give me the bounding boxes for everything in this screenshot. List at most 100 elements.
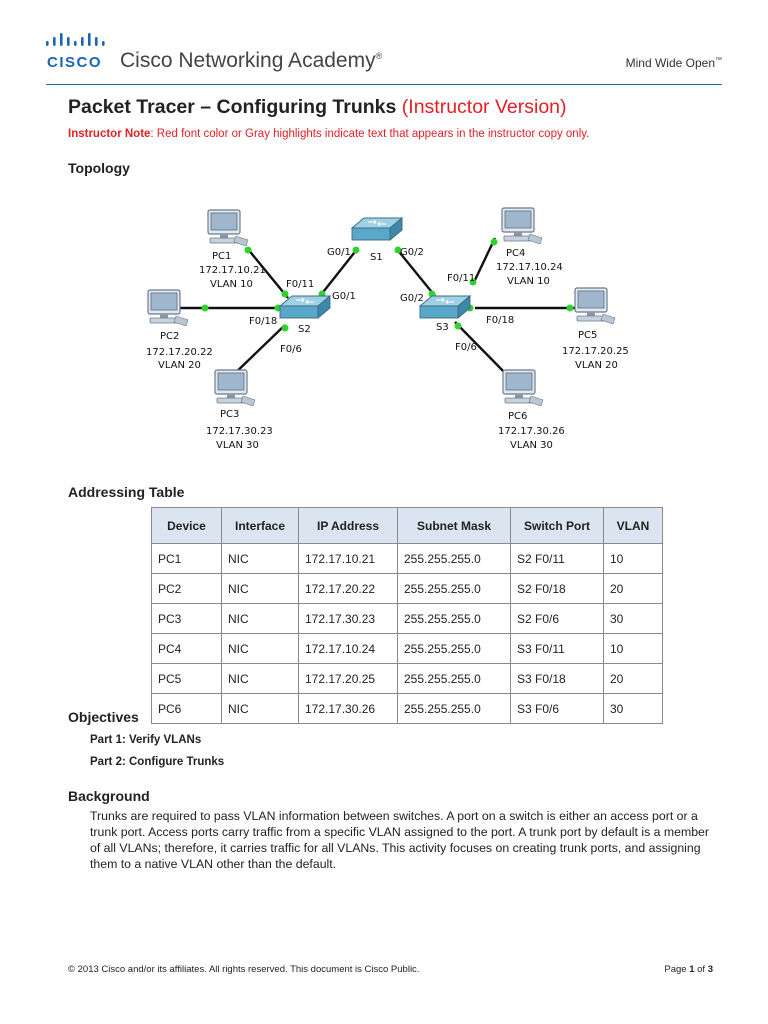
table-cell: 255.255.255.0 xyxy=(397,693,511,724)
table-cell: NIC xyxy=(221,663,299,694)
table-row: PC1 NIC 172.17.10.21 255.255.255.0 S2 F0… xyxy=(151,543,663,574)
pc5-ip: 172.17.20.25 xyxy=(562,346,629,357)
table-cell: NIC xyxy=(221,603,299,634)
title-version: (Instructor Version) xyxy=(401,96,567,118)
table-header-row: Device Interface IP Address Subnet Mask … xyxy=(151,507,663,544)
column-header: Subnet Mask xyxy=(397,507,511,544)
port-label-s1-g02: G0/2 xyxy=(400,247,424,258)
registered-mark: ® xyxy=(375,51,383,61)
link-light xyxy=(281,290,289,298)
link-s1-s3 xyxy=(395,247,436,297)
table-cell: 10 xyxy=(603,633,663,664)
pc4-ip: 172.17.10.24 xyxy=(496,262,563,273)
table-cell: PC4 xyxy=(151,633,222,664)
table-cell: 172.17.30.26 xyxy=(298,693,398,724)
table-cell: 172.17.10.24 xyxy=(298,633,398,664)
academy-title: Cisco Networking Academy xyxy=(120,49,376,72)
switch-s3-icon xyxy=(419,295,471,319)
pc1-labels: PC1 172.17.10.21 VLAN 10 xyxy=(199,251,266,290)
pc2-ip: 172.17.20.22 xyxy=(146,347,213,358)
table-cell: 255.255.255.0 xyxy=(397,603,511,634)
table-cell: 255.255.255.0 xyxy=(397,573,511,604)
table-cell: 255.255.255.0 xyxy=(397,663,511,694)
link-light xyxy=(352,246,360,254)
link-light xyxy=(469,278,477,286)
table-cell: 255.255.255.0 xyxy=(397,543,511,574)
table-cell: S2 F0/11 xyxy=(510,543,604,574)
table-row: PC4 NIC 172.17.10.24 255.255.255.0 S3 F0… xyxy=(151,633,663,664)
page-current: 1 xyxy=(689,964,695,975)
port-label-s3-f018: F0/18 xyxy=(486,315,514,326)
header-divider xyxy=(46,84,722,85)
tagline: Mind Wide Open™ xyxy=(626,56,722,70)
link-light xyxy=(394,246,402,254)
cisco-logo-icon xyxy=(46,33,105,46)
table-row: PC2 NIC 172.17.20.22 255.255.255.0 S2 F0… xyxy=(151,573,663,604)
table-cell: 172.17.20.22 xyxy=(298,573,398,604)
document-title: Packet Tracer – Configuring Trunks (Inst… xyxy=(68,96,567,119)
column-header: Device xyxy=(151,507,222,544)
port-label-s3-f011: F0/11 xyxy=(447,273,475,284)
table-cell: NIC xyxy=(221,693,299,724)
pc6-ip: 172.17.30.26 xyxy=(498,426,565,437)
table-cell: 30 xyxy=(603,603,663,634)
pc3-vlan: VLAN 30 xyxy=(216,440,259,451)
page-header: CISCO Cisco Networking Academy® Mind Wid… xyxy=(0,0,768,86)
pc1-name: PC1 xyxy=(212,251,231,262)
pc5-labels: PC5 172.17.20.25 VLAN 20 xyxy=(562,330,629,371)
academy-name: Cisco Networking Academy® xyxy=(120,49,382,73)
link-light xyxy=(281,324,289,332)
table-cell: 172.17.30.23 xyxy=(298,603,398,634)
pc2-labels: PC2 172.17.20.22 VLAN 20 xyxy=(146,331,213,371)
table-cell: 10 xyxy=(603,543,663,574)
table-cell: 20 xyxy=(603,573,663,604)
pc3-ip: 172.17.30.23 xyxy=(206,426,273,437)
topology-links xyxy=(180,237,575,379)
switch-s1-icon xyxy=(351,217,403,241)
link-pc1-s2 xyxy=(246,247,289,299)
table-cell: PC3 xyxy=(151,603,222,634)
table-cell: S2 F0/6 xyxy=(510,603,604,634)
link-light xyxy=(244,246,252,254)
pc6-labels: PC6 172.17.30.26 VLAN 30 xyxy=(498,411,565,451)
topology-heading: Topology xyxy=(68,160,130,176)
switch-s2-label: S2 xyxy=(298,324,311,335)
topology-diagram: S1 S2 S3 G0/1 G0/2 G0/1 F0/11 F0/18 F0/6… xyxy=(146,207,629,451)
column-header: Interface xyxy=(221,507,299,544)
trademark-mark: ™ xyxy=(715,57,722,64)
pc1-icon xyxy=(207,209,249,247)
port-label-s1-g01: G0/1 xyxy=(327,247,351,258)
table-cell: NIC xyxy=(221,543,299,574)
switch-s3-label: S3 xyxy=(436,322,449,333)
pc3-name: PC3 xyxy=(220,409,239,420)
title-main: Packet Tracer – Configuring Trunks xyxy=(68,96,397,118)
port-label-s2-f018: F0/18 xyxy=(249,316,277,327)
background-heading: Background xyxy=(68,788,150,804)
pc2-vlan: VLAN 20 xyxy=(158,360,201,371)
addressing-table: Device Interface IP Address Subnet Mask … xyxy=(151,507,663,724)
footer-copyright: © 2013 Cisco and/or its affiliates. All … xyxy=(68,964,420,975)
pc6-vlan: VLAN 30 xyxy=(510,440,553,451)
link-light xyxy=(201,304,209,312)
table-cell: PC5 xyxy=(151,663,222,694)
objective-part-2: Part 2: Configure Trunks xyxy=(90,756,225,768)
pc5-vlan: VLAN 20 xyxy=(575,360,618,371)
table-cell: NIC xyxy=(221,633,299,664)
port-label-s2-f06: F0/6 xyxy=(280,344,302,355)
note-text: : Red font color or Gray highlights indi… xyxy=(150,128,590,140)
link-light xyxy=(566,304,574,312)
port-label-s2-g01: G0/1 xyxy=(332,291,356,302)
pc4-name: PC4 xyxy=(506,248,525,259)
port-label-s3-f06: F0/6 xyxy=(455,342,477,353)
pc6-icon xyxy=(502,369,544,407)
table-cell: 255.255.255.0 xyxy=(397,633,511,664)
link-light xyxy=(490,238,498,246)
table-cell: 30 xyxy=(603,693,663,724)
objectives-heading: Objectives xyxy=(68,709,139,725)
pc1-ip: 172.17.10.21 xyxy=(199,265,266,276)
table-cell: 172.17.20.25 xyxy=(298,663,398,694)
table-cell: PC6 xyxy=(151,693,222,724)
instructor-note: Instructor Note: Red font color or Gray … xyxy=(68,128,589,140)
table-cell: S2 F0/18 xyxy=(510,573,604,604)
pc1-vlan: VLAN 10 xyxy=(210,279,253,290)
